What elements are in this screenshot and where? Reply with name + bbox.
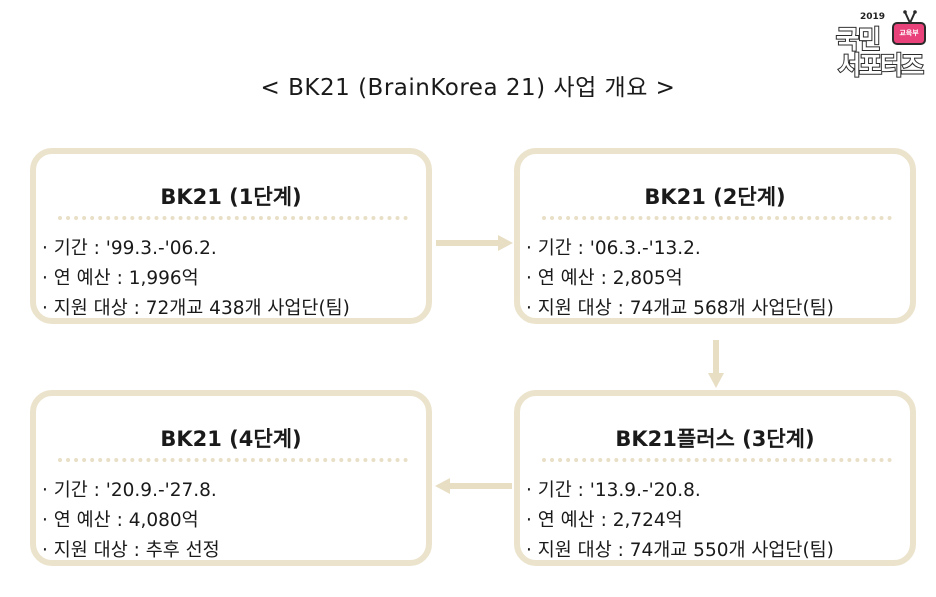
phase-title: BK21 (4단계): [160, 427, 302, 451]
phase-period: · 기간 : '06.3.-'13.2.: [526, 238, 701, 259]
phase-box-2: BK21 (2단계) · 기간 : '06.3.-'13.2. · 연 예산 :…: [514, 148, 916, 324]
arrow-phase3-to-phase4: [435, 478, 512, 494]
logo-badge: 교육부: [892, 22, 926, 45]
phase-title: BK21 (1단계): [160, 185, 302, 209]
page-title: < BK21 (BrainKorea 21) 사업 개요 >: [260, 75, 676, 101]
phase-box-1: BK21 (1단계) · 기간 : '99.3.-'06.2. · 연 예산 :…: [30, 148, 432, 324]
dotted-divider: [542, 458, 892, 462]
phase-target: · 지원 대상 : 74개교 568개 사업단(팀): [526, 298, 834, 319]
phase-box-3: BK21플러스 (3단계) · 기간 : '13.9.-'20.8. · 연 예…: [514, 390, 916, 566]
logo-text-line2: 서포터즈: [837, 50, 925, 81]
phase-title: BK21플러스 (3단계): [615, 427, 815, 451]
phase-period: · 기간 : '13.9.-'20.8.: [526, 480, 701, 501]
tv-antenna-icon: [903, 10, 917, 24]
national-supporters-logo: 2019 국민 교육부 서포터즈: [832, 8, 930, 81]
phase-period: · 기간 : '99.3.-'06.2.: [42, 238, 217, 259]
phase-period: · 기간 : '20.9.-'27.8.: [42, 480, 217, 501]
dotted-divider: [58, 216, 408, 220]
logo-text-line1: 국민: [835, 24, 882, 55]
dotted-divider: [58, 458, 408, 462]
phase-target: · 지원 대상 : 74개교 550개 사업단(팀): [526, 540, 834, 561]
phase-budget: · 연 예산 : 2,805억: [526, 268, 683, 289]
phase-target: · 지원 대상 : 72개교 438개 사업단(팀): [42, 298, 350, 319]
phase-target: · 지원 대상 : 추후 선정: [42, 540, 220, 561]
arrow-phase2-to-phase3: [708, 340, 724, 388]
phase-budget: · 연 예산 : 1,996억: [42, 268, 199, 289]
phase-title: BK21 (2단계): [644, 185, 786, 209]
phase-budget: · 연 예산 : 2,724억: [526, 510, 683, 531]
dotted-divider: [542, 216, 892, 220]
phase-budget: · 연 예산 : 4,080억: [42, 510, 199, 531]
logo-year: 2019: [860, 12, 886, 22]
phase-box-4: BK21 (4단계) · 기간 : '20.9.-'27.8. · 연 예산 :…: [30, 390, 432, 566]
arrow-phase1-to-phase2: [436, 235, 513, 251]
